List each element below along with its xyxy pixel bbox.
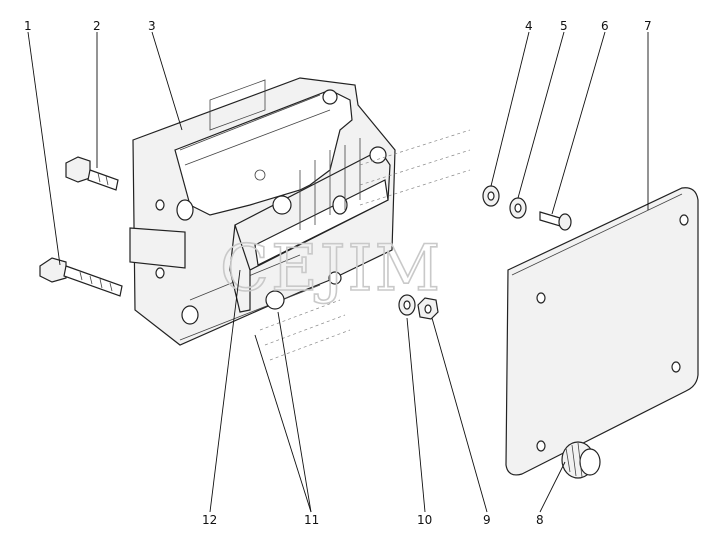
screw-6 bbox=[539, 211, 572, 231]
callout-1: 1 bbox=[24, 19, 32, 33]
cover-plate bbox=[505, 187, 699, 476]
washer-4 bbox=[482, 185, 500, 207]
callout-11: 11 bbox=[304, 513, 319, 527]
cable-gland-8 bbox=[561, 441, 601, 479]
callout-12: 12 bbox=[202, 513, 217, 527]
callout-7: 7 bbox=[644, 19, 652, 33]
callout-4: 4 bbox=[525, 19, 533, 33]
callout-2: 2 bbox=[93, 19, 101, 33]
leader-lines bbox=[27, 31, 649, 513]
callout-3: 3 bbox=[148, 19, 156, 33]
washer-10 bbox=[398, 294, 416, 316]
bolt-1 bbox=[39, 257, 123, 297]
nut-9 bbox=[417, 297, 439, 320]
callout-10: 10 bbox=[417, 513, 432, 527]
washer-5 bbox=[509, 197, 527, 219]
watermark: CEJIM bbox=[220, 232, 442, 306]
bolt-2 bbox=[65, 156, 119, 191]
callout-5: 5 bbox=[560, 19, 568, 33]
callout-6: 6 bbox=[601, 19, 609, 33]
terminal-block bbox=[229, 129, 471, 361]
callout-8: 8 bbox=[536, 513, 544, 527]
callout-9: 9 bbox=[483, 513, 491, 527]
